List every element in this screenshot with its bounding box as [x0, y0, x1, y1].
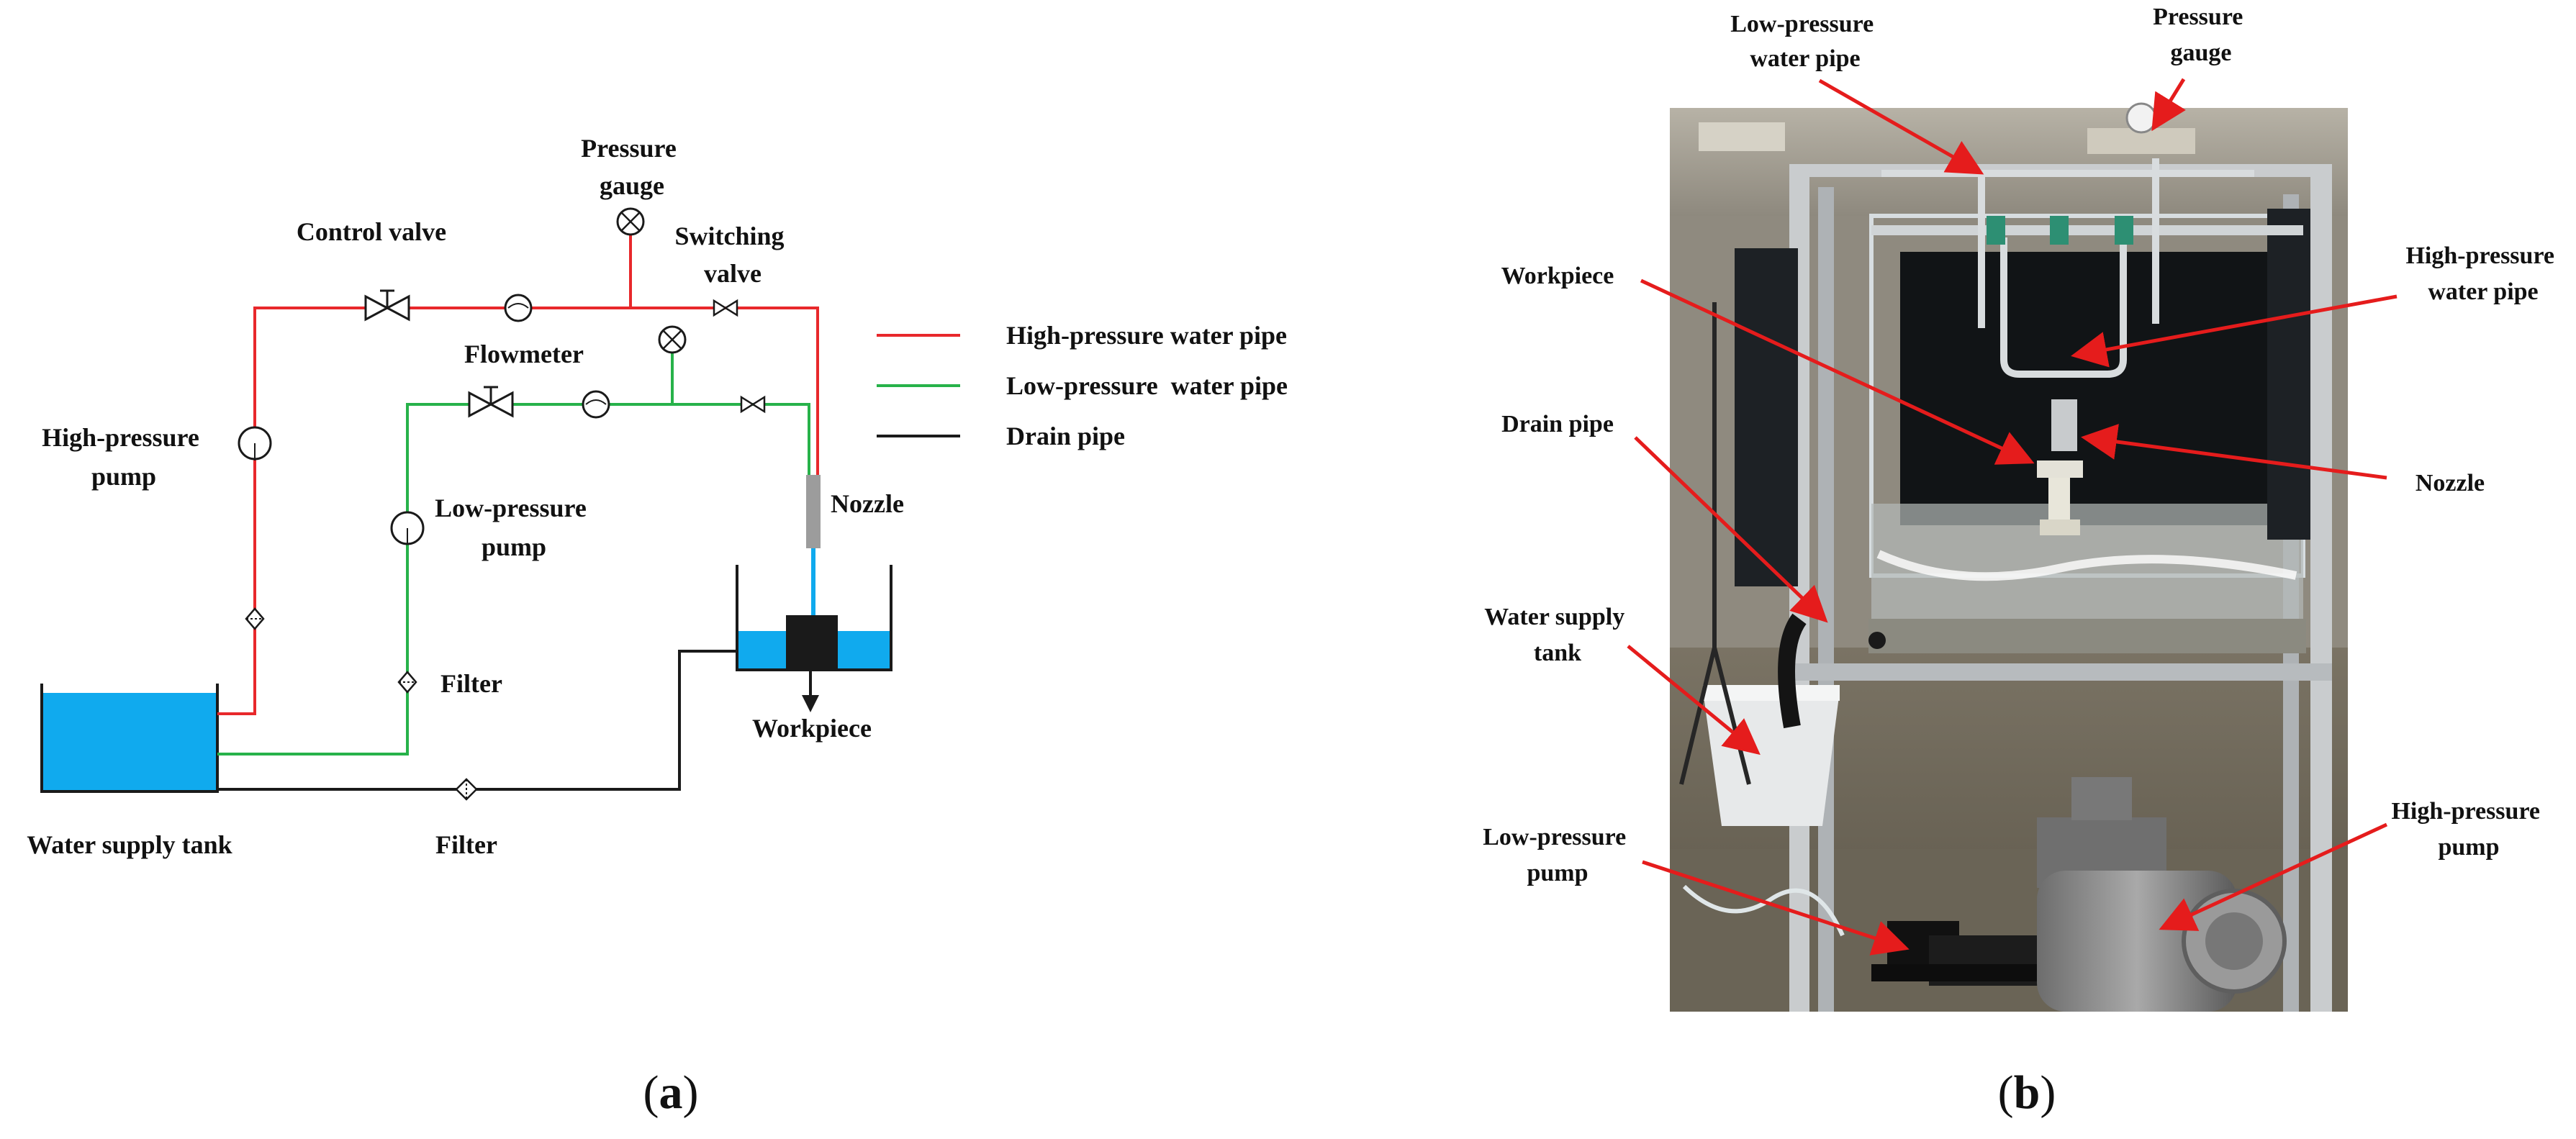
workpiece-arrow-icon: [802, 695, 819, 712]
filter-low-icon: [397, 671, 417, 694]
water-jet: [811, 548, 815, 615]
nozzle-icon: [806, 475, 821, 548]
label-low-pressure-pump-b: Low-pressure pump: [1483, 824, 1632, 886]
svg-text:High-pressure water pipe: High-pressure water pipe: [1006, 321, 1287, 350]
flowmeter-low-icon: [582, 390, 610, 419]
switching-valve-high-icon: [713, 299, 738, 317]
pressure-gauge-high-icon: [616, 207, 645, 236]
label-nozzle-b: Nozzle: [2415, 470, 2485, 496]
label-water-supply-tank-a: Water supply tank: [27, 830, 232, 859]
label-flowmeter: Flowmeter: [464, 340, 584, 368]
caption-b: (b): [1998, 1066, 2056, 1119]
label-pressure-gauge-a: Pressure gauge: [581, 134, 683, 200]
label-high-pressure-pump-b: High-pressure pump: [2391, 798, 2546, 861]
svg-text:Low-pressure water pipe: Low-pressure water pipe: [1006, 371, 1288, 400]
label-filter-low: Filter: [440, 669, 502, 698]
high-pressure-pipe: [217, 235, 819, 715]
drain-pipe: [217, 650, 737, 791]
panel-a-schematic: Pressure gauge Control valve Switching v…: [27, 134, 1288, 1119]
svg-text:Drain pipe: Drain pipe: [1006, 422, 1125, 450]
workpiece-block: [786, 615, 838, 670]
label-low-pressure-pump-a: Low-pressure pump: [435, 494, 593, 561]
pressure-gauge-low-icon: [658, 325, 687, 354]
control-valve-low-icon: [468, 386, 514, 418]
label-low-pressure-water-pipe-b: Low-pressure water pipe: [1730, 11, 1879, 72]
workpiece-tank: [736, 565, 892, 712]
legend: High-pressure water pipe Low-pressure wa…: [877, 321, 1288, 450]
legend-item-high-pressure: High-pressure water pipe: [877, 321, 1287, 350]
water-supply-tank: [40, 684, 219, 793]
label-high-pressure-water-pipe-b: High-pressure water pipe: [2405, 242, 2560, 305]
label-water-supply-tank-b: Water supply tank: [1484, 604, 1630, 666]
label-workpiece-a: Workpiece: [752, 714, 872, 743]
flowmeter-high-icon: [504, 294, 533, 322]
filter-drain-icon: [455, 778, 478, 801]
legend-item-low-pressure: Low-pressure water pipe: [877, 371, 1288, 400]
control-valve-high-icon: [364, 289, 410, 322]
label-drain-pipe-b: Drain pipe: [1501, 411, 1614, 437]
caption-a: (a): [643, 1066, 699, 1119]
label-switching-valve: Switching valve: [674, 222, 790, 288]
switching-valve-low-icon: [740, 395, 766, 414]
label-workpiece-b: Workpiece: [1501, 263, 1614, 289]
label-control-valve: Control valve: [297, 217, 446, 246]
annotation-arrows: [1627, 78, 2398, 956]
label-pressure-gauge-b: Pressure gauge: [2153, 4, 2249, 66]
label-nozzle-a: Nozzle: [831, 489, 904, 518]
legend-item-drain: Drain pipe: [877, 422, 1125, 450]
panel-b-photo: Low-pressure water pipe Pressure gauge W…: [1483, 4, 2560, 1119]
label-high-pressure-pump-a: High-pressure pump: [42, 423, 206, 491]
filter-high-icon: [245, 607, 265, 630]
label-filter-drain: Filter: [435, 830, 497, 859]
low-pressure-pipe: [217, 348, 810, 755]
